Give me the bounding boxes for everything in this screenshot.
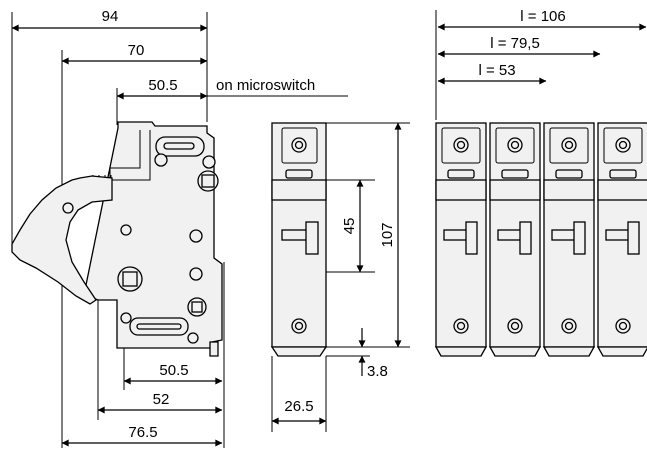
dim-label-70: 70 [128,42,145,59]
dim-label-l-53: l = 53 [478,62,515,79]
hole [189,267,203,281]
pole-indicator [555,169,583,179]
hole [154,153,168,167]
lower-slot-inner [136,323,182,330]
latch-hook [109,130,151,181]
pole-band [435,179,487,201]
pole-foot [596,346,647,357]
pole-indicator [501,169,529,179]
operating-lever [11,175,113,305]
pole-handle-grip [627,221,640,255]
dim-label-50-5-top: 50.5 [148,77,177,94]
front-top-window [281,127,318,164]
dim-label-52: 52 [153,391,170,408]
pole-top-window [495,127,535,164]
pole-foot [542,346,596,357]
pole-handle [443,229,469,241]
pole-foot [434,346,488,357]
pole-handle [497,229,523,241]
terminal-screw-bottom [187,297,207,317]
pole-indicator [609,169,637,179]
pole-top-window [603,127,643,164]
pole-band [543,179,595,201]
microswitch-note: on microswitch [216,77,315,94]
pole-foot [488,346,542,357]
pole-screw-top-head [618,140,628,150]
pole-screw-bottom-head [510,321,520,331]
hole [187,332,199,344]
dim-label-45: 45 [341,218,358,235]
hole [120,312,132,324]
pole-handle-grip [573,221,586,255]
hole [120,224,132,236]
pole-screw-bottom-head [564,321,574,331]
pole-screw-bottom-head [618,321,628,331]
front-indicator [285,169,313,179]
pole-modules [434,122,647,357]
pole-handle-grip [465,221,478,255]
terminal-screw-middle [117,266,143,292]
terminal-screw-top [197,170,219,192]
front-band [271,179,327,201]
hole [202,155,216,169]
dim-label-l-106: l = 106 [520,8,565,25]
front-screw-top-head [294,140,304,150]
front-screw-bottom-head [294,321,304,331]
dim-label-50-5-bottom: 50.5 [159,362,188,379]
dim-label-94: 94 [102,8,119,25]
hole [189,229,203,243]
side-view: 94 70 50.5 on microswitch [11,8,348,448]
dim-label-26-5: 26.5 [284,398,313,415]
pole-screw-top-head [510,140,520,150]
multi-pole-view: l = 106 l = 79,5 l = 53 [434,8,647,357]
pole-screw-top-head [564,140,574,150]
pole-band [489,179,541,201]
pole-top-window [549,127,589,164]
front-handle [281,229,309,241]
pole-indicator [447,169,475,179]
front-foot [270,346,328,357]
pole-screw-bottom-head [456,321,466,331]
pole-top-window [441,127,481,164]
dim-label-76-5: 76.5 [128,424,157,441]
pole-handle [605,229,631,241]
front-view: 45 107 3.8 26.5 [270,122,410,432]
dim-label-3-8: 3.8 [367,363,388,380]
pole-screw-top-head [456,140,466,150]
din-clip [209,341,219,357]
upper-slot-inner [163,142,195,150]
dim-label-l-79-5: l = 79,5 [490,35,540,52]
lever-pivot [62,202,74,214]
front-handle-grip [305,221,319,255]
dim-label-107: 107 [379,222,396,247]
pole-handle-grip [519,221,532,255]
pole-handle [551,229,577,241]
pole-band [597,179,647,201]
